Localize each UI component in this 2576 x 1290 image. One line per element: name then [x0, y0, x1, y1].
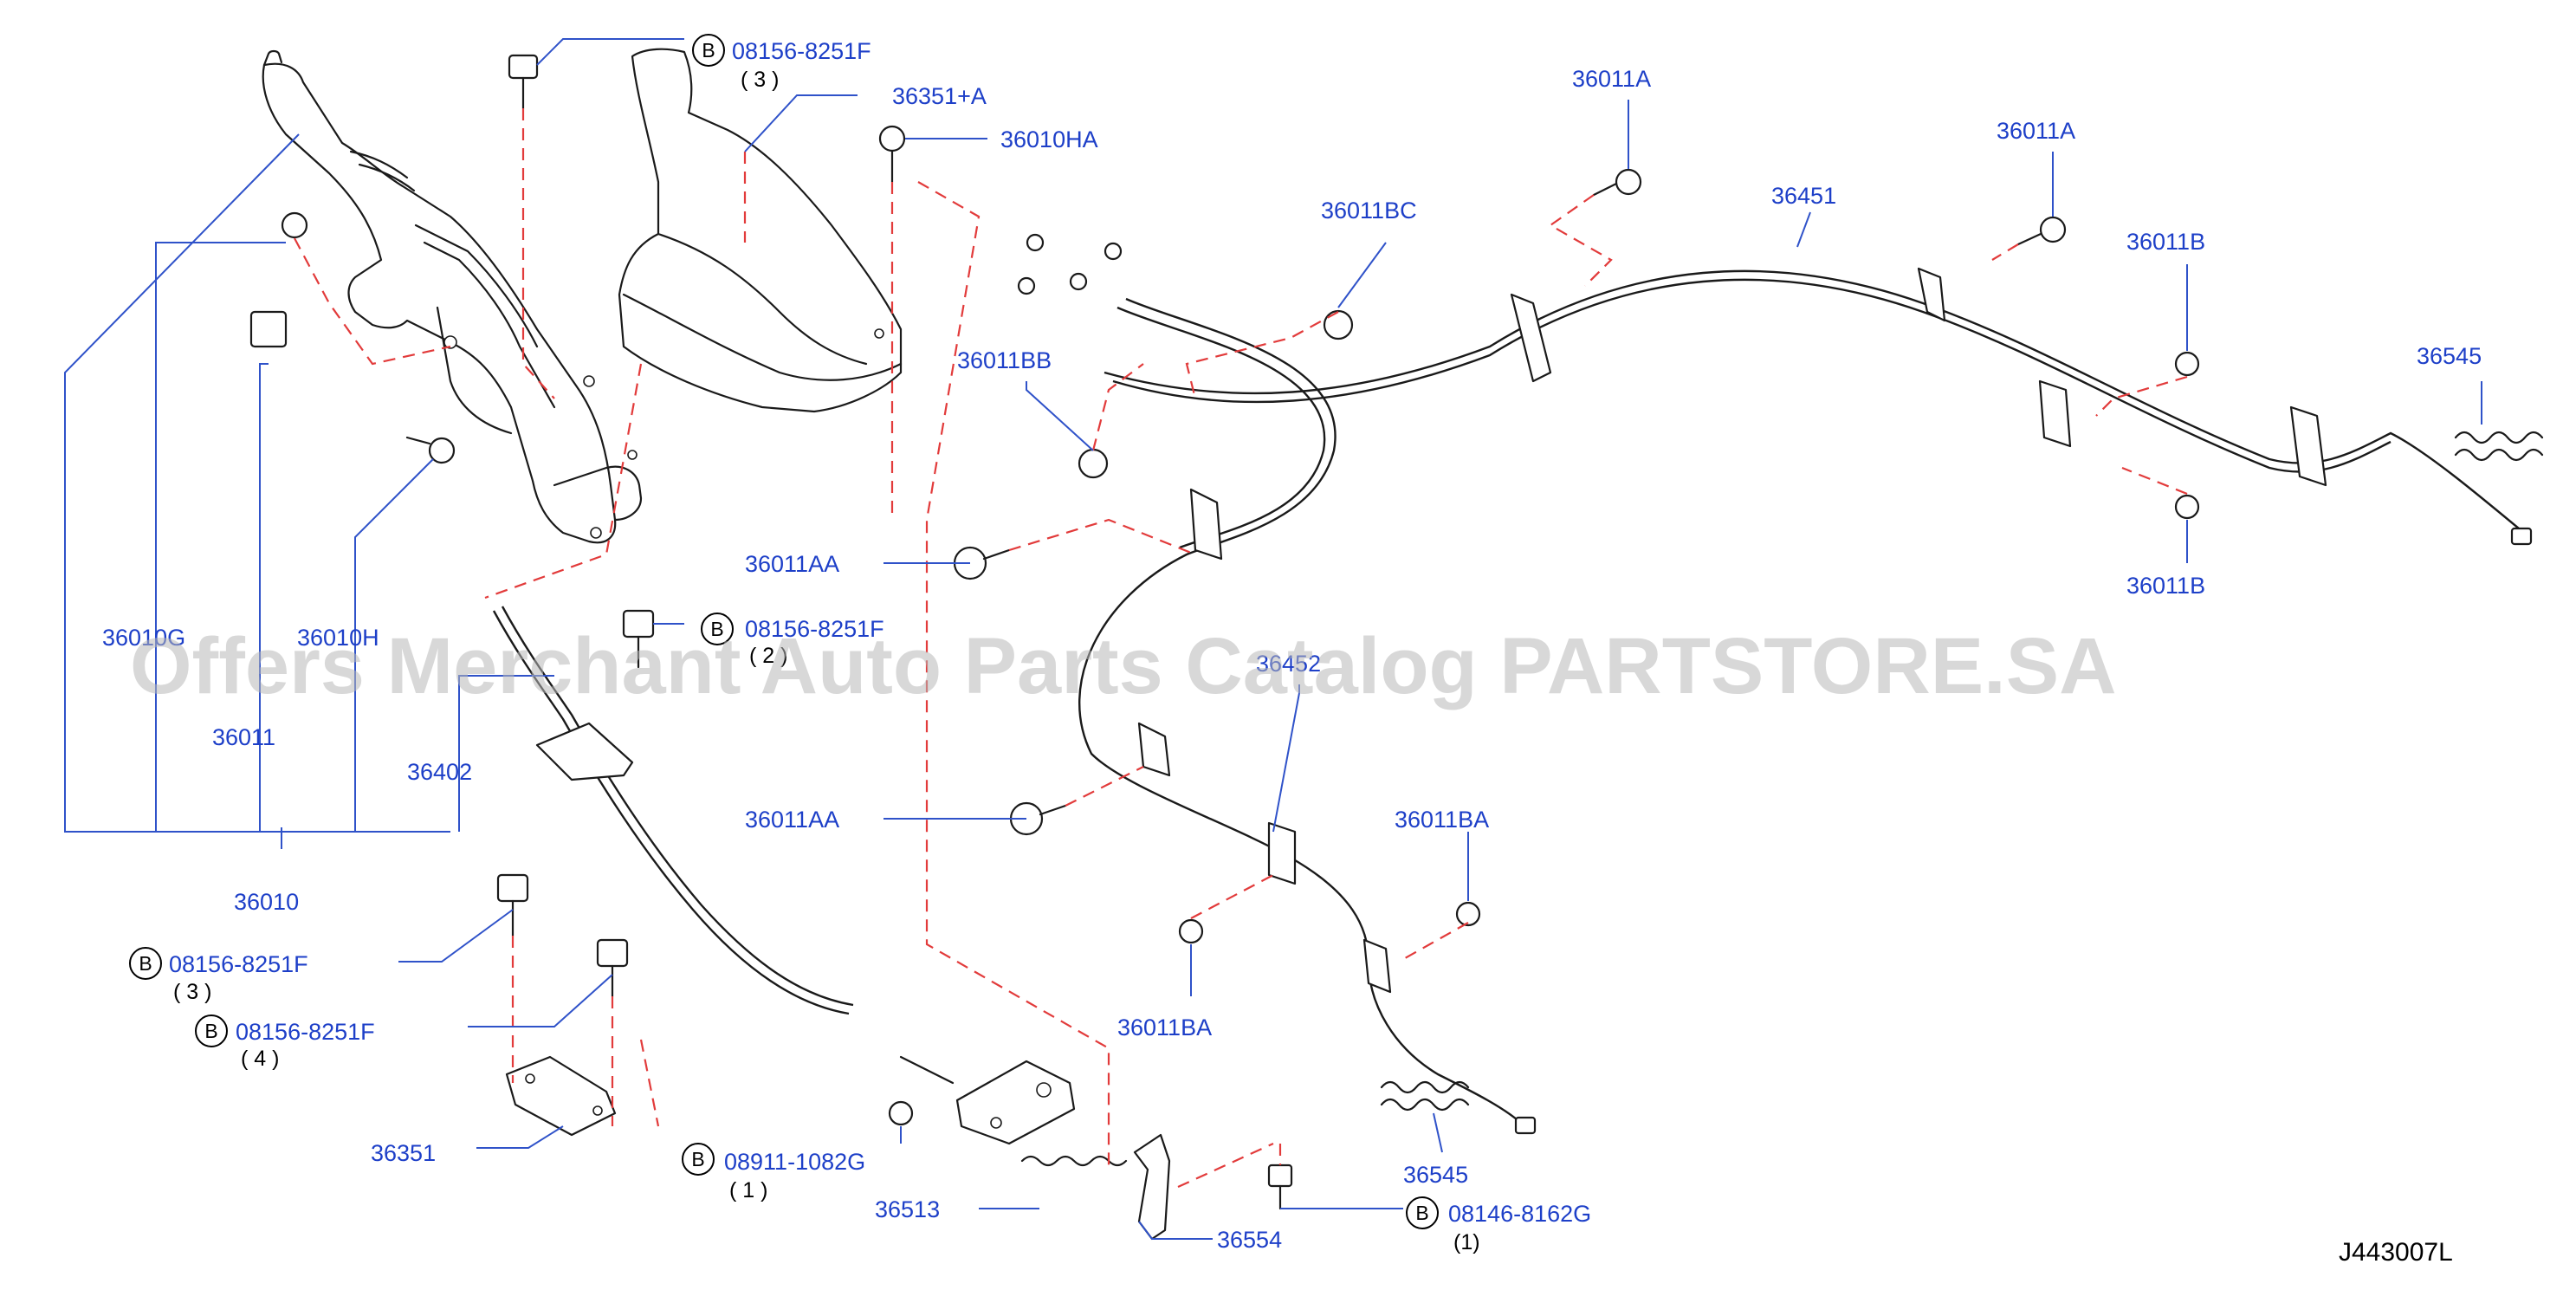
label-36011BA-1: 36011BA	[1395, 807, 1489, 833]
label-36402: 36402	[407, 759, 472, 785]
label-36351: 36351	[371, 1140, 436, 1166]
cables	[492, 269, 2530, 1127]
b-symbol: B	[1415, 1202, 1428, 1224]
spring-36545-lower	[1380, 1080, 1470, 1112]
handbrake-lever-36010	[262, 49, 643, 544]
label-36011A-1: 36011A	[1572, 66, 1651, 92]
label-b-bolt: 08146-8162G	[1448, 1201, 1591, 1227]
cable-36452	[1078, 297, 1525, 1127]
fasteners	[249, 54, 2533, 1210]
dashed-lines	[294, 108, 2188, 1189]
cable-bracket	[1510, 293, 1552, 383]
label-36451: 36451	[1771, 183, 1836, 209]
b-symbol-letters: B B B B B B	[139, 39, 1428, 1224]
leader-lines	[64, 38, 2482, 1240]
qty-b-top-1: ( 3 )	[741, 68, 779, 92]
cable-bracket	[1917, 267, 1946, 322]
b-symbol-circle	[682, 1143, 715, 1176]
qty-b-nut: ( 1 )	[729, 1178, 767, 1202]
b-symbol-circle	[1406, 1196, 1439, 1229]
cable-bracket	[2038, 379, 2072, 448]
cable-bracket	[535, 722, 634, 781]
b-symbol: B	[139, 952, 152, 975]
label-36011BA-2: 36011BA	[1117, 1014, 1212, 1040]
b-symbol: B	[691, 1148, 704, 1170]
reference-code: J443007L	[2339, 1238, 2453, 1267]
lever-boot-36351A	[618, 48, 903, 413]
label-36011AA-1: 36011AA	[745, 551, 839, 577]
label-36513: 36513	[875, 1196, 940, 1222]
label-b-low-1: 08156-8251F	[169, 951, 308, 977]
label-36011B-1: 36011B	[2126, 229, 2205, 255]
qty-b-bolt: (1)	[1453, 1230, 1480, 1254]
label-36010G: 36010G	[102, 625, 185, 651]
parts	[249, 48, 2544, 1241]
plate-36351	[505, 1055, 617, 1137]
equalizer-36513	[899, 1055, 1076, 1145]
label-36010HA: 36010HA	[1000, 126, 1098, 152]
part-labels: 08156-8251F ( 3 ) 36351+A 36010HA 36011A…	[102, 38, 2482, 1254]
cable-bracket	[2289, 405, 2327, 487]
spring-36513	[1020, 1155, 1128, 1167]
b-symbol-circle	[195, 1014, 228, 1047]
b-symbol: B	[710, 618, 723, 640]
label-36011BC: 36011BC	[1321, 198, 1417, 224]
label-36011BB: 36011BB	[957, 347, 1052, 373]
b-symbol: B	[702, 39, 715, 62]
b-symbols	[129, 34, 1439, 1229]
label-36010: 36010	[234, 889, 299, 915]
cable-bracket	[1362, 938, 1392, 994]
label-b-low-2: 08156-8251F	[236, 1019, 375, 1045]
label-36011B-2: 36011B	[2126, 573, 2205, 599]
bracket-36554	[1133, 1133, 1171, 1241]
b-symbol-circle	[129, 947, 162, 980]
cable-36402	[492, 610, 850, 1015]
label-36545-1: 36545	[2417, 343, 2482, 369]
qty-b-mid: ( 2 )	[749, 644, 787, 668]
b-symbol: B	[204, 1020, 217, 1042]
cable-bracket	[1267, 821, 1297, 885]
label-36351A: 36351+A	[892, 83, 987, 109]
spring-36545-rear	[2454, 431, 2544, 462]
cable-bracket	[1137, 722, 1171, 777]
label-36554: 36554	[1217, 1227, 1282, 1253]
qty-b-low-2: ( 4 )	[241, 1047, 279, 1071]
watermark-text: Offers Merchant Auto Parts Catalog PARTS…	[130, 622, 2117, 710]
b-symbol-circle	[692, 34, 725, 67]
b-symbol-circle	[701, 613, 734, 645]
label-b-nut: 08911-1082G	[724, 1149, 865, 1175]
label-36452: 36452	[1256, 651, 1321, 677]
qty-b-low-1: ( 3 )	[173, 980, 211, 1004]
label-36011AA-2: 36011AA	[745, 807, 839, 833]
label-b-mid: 08156-8251F	[745, 616, 884, 642]
cable-bracket	[1189, 488, 1223, 561]
label-36545-2: 36545	[1403, 1162, 1468, 1188]
label-36011: 36011	[212, 724, 275, 750]
label-36010H: 36010H	[297, 625, 379, 651]
label-b-top-1: 08156-8251F	[732, 38, 871, 64]
label-36011A-2: 36011A	[1997, 118, 2075, 144]
cable-36451	[1104, 269, 2530, 538]
